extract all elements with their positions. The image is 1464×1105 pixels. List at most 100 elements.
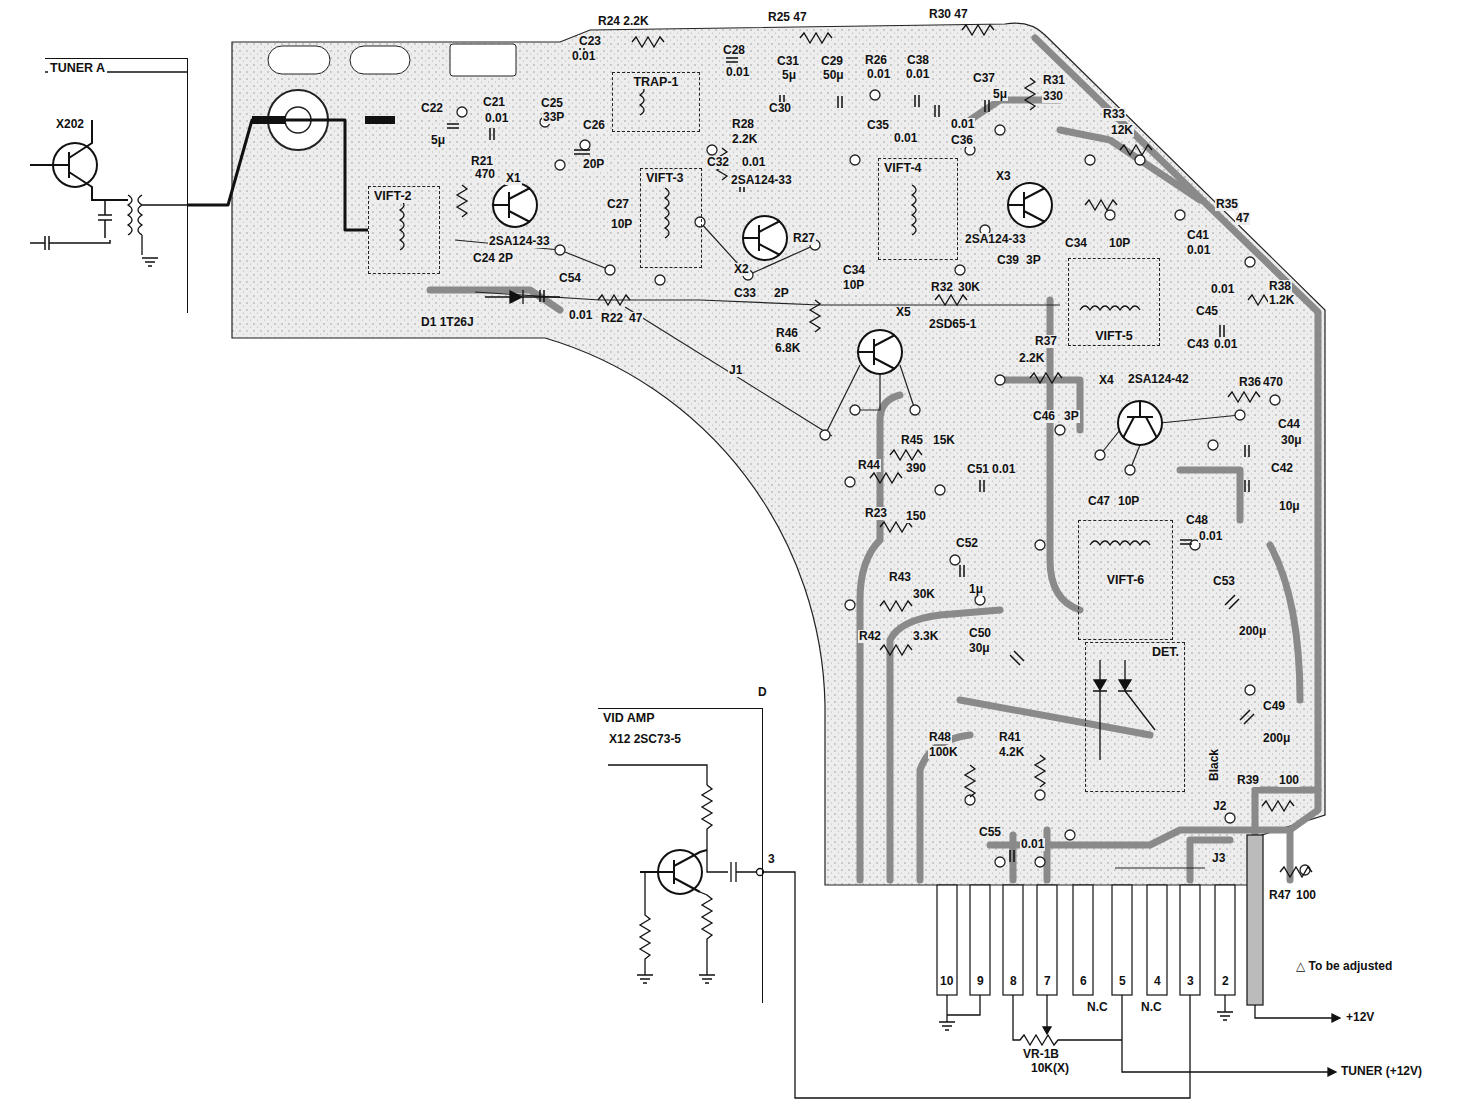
wire: [900, 365, 915, 410]
capacitor-symbol: [985, 100, 989, 112]
component-label: C34: [1064, 237, 1088, 250]
component-label: 330: [1042, 90, 1064, 103]
coil-symbol: [1090, 541, 1150, 545]
wiper-arrow: [1043, 1027, 1051, 1034]
component-label: 4: [1153, 975, 1162, 988]
copper-trace: [1180, 470, 1240, 520]
transistor-leads: [743, 221, 780, 255]
wire-group: [455, 222, 1240, 868]
solder-pad: [1065, 830, 1075, 840]
component-label: 0.01: [725, 66, 750, 79]
component-label: C35: [866, 119, 890, 132]
capacitor-symbol: [1010, 651, 1024, 665]
solder-pad: [695, 217, 705, 227]
component-label: 15K: [932, 434, 956, 447]
mounting-slot: [350, 46, 410, 74]
connector-group: [937, 835, 1263, 1005]
component-label: R47: [1268, 889, 1292, 902]
coil-symbol: [400, 200, 404, 250]
component-label: C45: [1195, 305, 1219, 318]
solder-pad: [1105, 210, 1115, 220]
solder-pad: [935, 485, 945, 495]
resistor-symbol: [598, 295, 630, 305]
capacitor-symbol: [1180, 540, 1192, 544]
resistor-symbol: [890, 450, 922, 460]
component-label: R42: [858, 630, 882, 643]
solder-pad: [845, 600, 855, 610]
external-wiring: [45, 72, 1340, 1098]
component-label: 8: [1009, 975, 1018, 988]
transistor-leads: [858, 335, 895, 369]
component-label: R36: [1238, 376, 1262, 389]
capacitor-symbol: [1240, 710, 1254, 724]
resistor-symbol: [632, 37, 664, 47]
component-label: 12K: [1110, 124, 1134, 137]
component-label: R22: [600, 312, 624, 325]
component-label: 0.01: [1213, 338, 1238, 351]
component-label: R43: [888, 571, 912, 584]
transformer-can: VIFT-2: [368, 186, 440, 274]
block-title: VID AMP: [601, 711, 657, 725]
component-label: 100K: [928, 746, 959, 759]
wire: [608, 765, 707, 785]
component-label: C46: [1032, 410, 1056, 423]
component-label: C24 2P: [472, 252, 514, 265]
connector-pin: [1147, 885, 1167, 995]
wire: [1013, 995, 1122, 1045]
component-label: X202: [55, 118, 85, 131]
copper-trace: [890, 610, 1000, 880]
resistor-symbol: [1262, 801, 1294, 811]
component-label: C23: [578, 35, 602, 48]
capacitor-symbol: [574, 150, 590, 154]
ground-symbol: [637, 975, 653, 983]
connector-pin: [1073, 885, 1093, 995]
solder-pad: [1035, 857, 1045, 867]
coil-symbol: [138, 195, 188, 255]
component-label: 10K(X): [1030, 1062, 1070, 1075]
connector-pin: [1003, 885, 1023, 995]
circuit-block: TUNER A: [45, 58, 188, 313]
component-label: 2SD65-1: [928, 318, 977, 331]
solder-pad: [1135, 155, 1145, 165]
coil-symbol: [1080, 306, 1140, 310]
diode-symbol: [510, 290, 523, 304]
transistor-body: [743, 216, 787, 260]
solder-pad: [1035, 540, 1045, 550]
solder-pad: [1055, 425, 1065, 435]
vid-amp-schematic: [608, 765, 764, 975]
component-label: 470: [1262, 376, 1284, 389]
component-label: C41: [1186, 229, 1210, 242]
copper-trace: [1255, 790, 1318, 880]
block-title: VIFT-2: [372, 189, 414, 203]
wire: [825, 365, 860, 435]
component-label: R32: [930, 281, 954, 294]
arrow-head: [1328, 1068, 1336, 1076]
component-label: 0.01: [1210, 283, 1235, 296]
component-label: C28: [722, 44, 746, 57]
solder-pad: [655, 275, 665, 285]
resistor-symbol: [1025, 78, 1035, 110]
capacitor-symbol: [1245, 480, 1249, 492]
capacitor-symbol: [1245, 445, 1249, 457]
component-label: 7: [1043, 975, 1052, 988]
component-label: R38: [1268, 280, 1292, 293]
component-label: 0.01: [484, 112, 509, 125]
pad-group: [457, 90, 1310, 875]
component-label: 30μ: [968, 642, 991, 655]
component-label: R48: [928, 731, 952, 744]
capacitor-symbol: [980, 480, 984, 492]
component-label: VR-1B: [1022, 1048, 1060, 1061]
block-title: DET.: [1150, 645, 1181, 659]
solder-pad: [955, 265, 965, 275]
shielded-cable: [188, 120, 368, 230]
resistor-symbol: [1035, 755, 1045, 787]
capacitor-group: [30, 40, 1254, 862]
connector-pin: [970, 885, 990, 995]
component-label: 1.2K: [1268, 294, 1295, 307]
trace-group: [430, 38, 1318, 880]
component-label: N.C: [1140, 1001, 1163, 1014]
copper-trace: [1190, 840, 1230, 880]
copper-trace: [1035, 38, 1318, 880]
resistor-symbol: [1030, 373, 1062, 383]
